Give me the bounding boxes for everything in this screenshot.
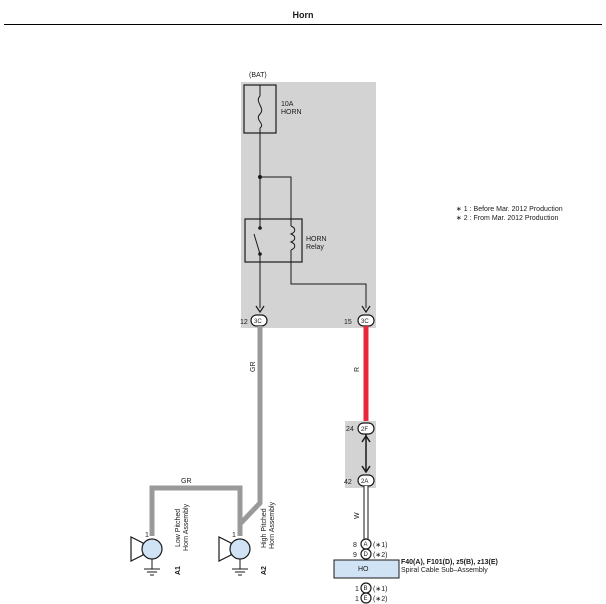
relay-switch-icon bbox=[253, 233, 261, 255]
spiral-pin-e-connector bbox=[360, 592, 372, 604]
wire-coil-to-3c-right bbox=[290, 262, 367, 308]
terminal-right-pin: 15 bbox=[344, 319, 352, 326]
horn-high-speaker-icon bbox=[218, 536, 232, 562]
spiral-pin-e-number: 1 bbox=[355, 596, 359, 603]
horn-low-label-line1: Low Pitched bbox=[175, 509, 182, 547]
horn-low-speaker-icon bbox=[130, 536, 144, 562]
junction-top-code: 2F bbox=[361, 427, 368, 433]
spiral-pin-b-number: 1 bbox=[355, 586, 359, 593]
legend-note-1: ∗ 1 : Before Mar. 2012 Production bbox=[456, 206, 563, 213]
spiral-pin-b-note: (∗1) bbox=[373, 586, 387, 593]
fuse-name-label: HORN bbox=[281, 109, 302, 116]
spiral-pin-b-code: B bbox=[364, 586, 368, 592]
horn-low-body-icon bbox=[141, 538, 163, 560]
terminal-left-code: 3C bbox=[254, 319, 262, 325]
junction-bottom-pin: 42 bbox=[344, 479, 352, 486]
spiral-block-label: HO bbox=[358, 566, 369, 573]
relay-coil-icon bbox=[289, 225, 296, 251]
ground-icon bbox=[144, 568, 160, 576]
junction-bottom-code: 2A bbox=[361, 479, 368, 485]
relay-label-line1: HORN bbox=[306, 236, 327, 243]
spiral-pin-a-number: 8 bbox=[353, 542, 357, 549]
horn-high-id: A2 bbox=[261, 566, 268, 575]
horn-high-label-line2: Horn Assembly bbox=[269, 501, 276, 549]
ground-icon bbox=[232, 568, 248, 576]
legend-note-2: ∗ 2 : From Mar. 2012 Production bbox=[456, 215, 558, 222]
horn-low-pin: 1 bbox=[145, 532, 149, 539]
relay-label-line2: Relay bbox=[306, 244, 324, 251]
title-rule bbox=[4, 24, 602, 25]
horn-low-id: A1 bbox=[175, 566, 182, 575]
arrow-down-icon bbox=[361, 305, 371, 314]
wire-r-label: R bbox=[354, 367, 361, 372]
spiral-pin-d-connector bbox=[360, 548, 372, 560]
bat-label: (BAT) bbox=[249, 72, 267, 79]
wire-gr bbox=[237, 326, 263, 536]
wire-gr-horizontal bbox=[149, 485, 243, 536]
junction-top-pin: 24 bbox=[346, 426, 354, 433]
spiral-pin-d-note: (∗2) bbox=[373, 552, 387, 559]
spiral-pin-a-note: (∗1) bbox=[373, 542, 387, 549]
spiral-cable-ids: F40(A), F101(D), z5(B), z13(E) bbox=[401, 559, 498, 566]
wire-w-label: W bbox=[354, 512, 361, 519]
arrow-down-icon bbox=[361, 465, 371, 474]
spiral-cable-block bbox=[333, 559, 400, 579]
fuse-element-icon bbox=[257, 95, 263, 129]
wire-gr-label: GR bbox=[250, 362, 257, 373]
horn-low-label-line2: Horn Assembly bbox=[183, 503, 190, 551]
spiral-pin-d-number: 9 bbox=[353, 552, 357, 559]
fuse-amp-label: 10A bbox=[281, 101, 294, 108]
wire-coil-feed bbox=[260, 176, 292, 219]
terminal-right-code: 3C bbox=[361, 319, 369, 325]
horn-high-label-line1: High Pitched bbox=[261, 508, 268, 548]
arrow-up-icon bbox=[361, 434, 371, 443]
spiral-pin-d-code: D bbox=[364, 552, 369, 558]
spiral-cable-name: Spiral Cable Sub–Assembly bbox=[401, 567, 488, 574]
horn-high-body-icon bbox=[229, 538, 251, 560]
spiral-pin-e-code: E bbox=[364, 596, 368, 602]
arrow-down-icon bbox=[255, 305, 265, 314]
relay-box bbox=[244, 218, 303, 263]
terminal-left-pin: 12 bbox=[240, 319, 248, 326]
spiral-pin-a-code: A bbox=[364, 542, 368, 548]
page-title: Horn bbox=[292, 10, 314, 20]
wire-gr-horizontal-label: GR bbox=[181, 478, 192, 485]
relay-box-background bbox=[241, 82, 376, 328]
spiral-pin-e-note: (∗2) bbox=[373, 596, 387, 603]
horn-high-pin: 1 bbox=[232, 532, 236, 539]
